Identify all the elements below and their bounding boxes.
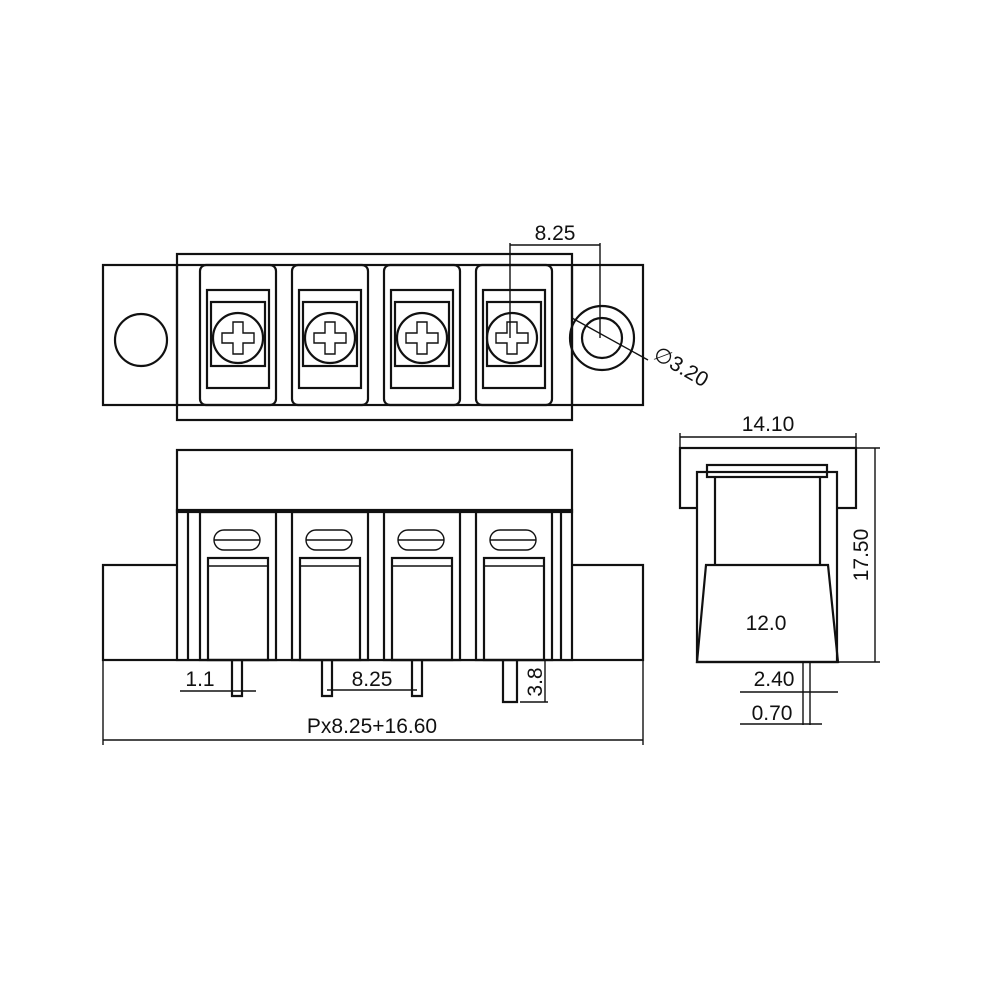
pin-offset-label: 2.40 <box>754 668 795 691</box>
front-terminal-2 <box>290 510 370 662</box>
pin-length-label: 3.8 <box>524 667 547 696</box>
pin-4 <box>501 660 519 704</box>
side-height-dimension: 17.50 <box>838 447 880 663</box>
pin-2 <box>320 660 334 698</box>
side-width-label: 14.10 <box>742 413 795 436</box>
pins <box>230 660 519 704</box>
pin-thickness-dimension: 0.70 <box>740 702 822 725</box>
overall-length-label: Px8.25+16.60 <box>307 715 437 738</box>
pin-width-label: 1.1 <box>185 668 214 691</box>
side-view: 14.10 17.50 12.0 2.40 0.70 <box>678 413 880 725</box>
pin-width-dimension: 1.1 <box>180 668 256 692</box>
front-terminal-1 <box>198 510 278 662</box>
pin-3 <box>410 660 424 698</box>
side-pin <box>802 662 811 725</box>
pin-length-dimension: 3.8 <box>520 659 548 703</box>
side-base-label: 12.0 <box>746 612 787 635</box>
pitch-dimension-top: 8.25 <box>509 222 601 338</box>
mounting-hole-right <box>568 304 636 372</box>
screw-terminal-2 <box>290 263 370 407</box>
pitch-top-label: 8.25 <box>535 222 576 245</box>
front-view: 1.1 8.25 3.8 Px8.25+16.60 <box>101 448 645 745</box>
screw-terminal-4 <box>474 263 554 407</box>
hole-diameter-label: ∅3.20 <box>650 342 713 392</box>
pin-thickness-label: 0.70 <box>752 702 793 725</box>
side-width-dimension: 14.10 <box>679 413 857 455</box>
overall-length-dimension: Px8.25+16.60 <box>102 660 644 745</box>
mounting-hole-left <box>113 312 169 368</box>
pin-offset-dimension: 2.40 <box>740 668 838 693</box>
side-height-label: 17.50 <box>850 529 873 582</box>
screw-terminals-top <box>198 263 554 407</box>
pitch-bottom-label: 8.25 <box>352 668 393 691</box>
side-base-dimension: 12.0 <box>746 612 787 635</box>
pitch-dimension-bottom: 8.25 <box>327 668 417 691</box>
front-terminal-4 <box>474 510 554 662</box>
pin-1 <box>230 660 244 698</box>
top-view: 8.25 ∅3.20 <box>101 222 713 422</box>
screw-terminal-3 <box>382 263 462 407</box>
screw-terminal-1 <box>198 263 278 407</box>
